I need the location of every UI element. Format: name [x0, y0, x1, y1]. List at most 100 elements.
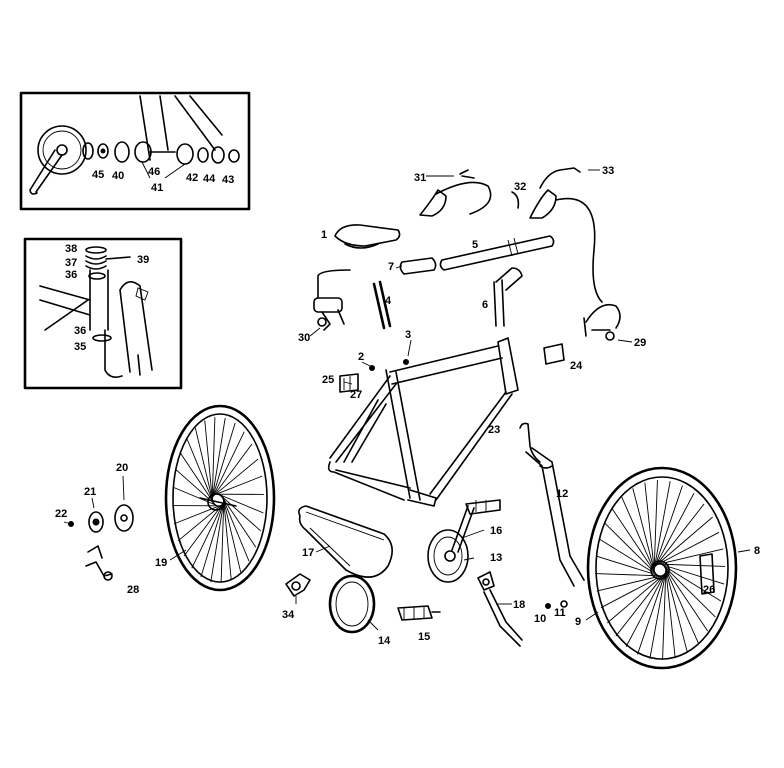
- front-wheel-spoke: [649, 569, 667, 659]
- inset-headset: 38 37 36 39 36 35: [23, 237, 183, 390]
- front-wheel-spoke: [596, 575, 663, 592]
- label-16: 16: [490, 525, 502, 537]
- rear-wheel-spoke: [221, 495, 250, 562]
- front-wheel-spoke: [607, 573, 665, 624]
- label-19: 19: [155, 557, 167, 569]
- frame-small-parts: 3 2 24 25 27: [322, 329, 583, 401]
- label-43: 43: [222, 174, 234, 186]
- rear-wheel-spoke: [212, 431, 245, 498]
- front-wheel-spoke: [662, 564, 709, 632]
- label-36-top: 36: [65, 269, 77, 281]
- front-wheel-spoke: [598, 538, 660, 577]
- handlebar-group: 5 7 6: [388, 235, 555, 327]
- label-40: 40: [112, 170, 124, 182]
- label-20: 20: [116, 462, 128, 474]
- label-7: 7: [388, 261, 394, 273]
- label-12: 12: [556, 488, 568, 500]
- label-34: 34: [282, 609, 295, 621]
- front-wheel-spoke: [657, 548, 724, 565]
- front-wheel-spoke: [662, 568, 667, 660]
- label-14: 14: [378, 635, 391, 647]
- front-wheel-spoke: [654, 503, 705, 567]
- rear-wheel-spoke: [194, 427, 214, 504]
- rear-wheel-spoke: [222, 497, 232, 580]
- front-wheel-spoke: [656, 531, 720, 566]
- inset-bottom-bracket: 45 40 46 41 42 44 43: [19, 91, 251, 211]
- rear-hub-parts: 20 21 22 28: [55, 462, 139, 596]
- rear-wheel-spoke: [219, 493, 261, 532]
- brake-lever-group: 31 32 33 29: [414, 165, 646, 349]
- label-31: 31: [414, 172, 426, 184]
- front-wheel: 8 9 26: [575, 466, 760, 670]
- front-wheel-spoke: [655, 516, 713, 567]
- label-37: 37: [65, 257, 77, 269]
- label-36-bottom: 36: [74, 325, 86, 337]
- front-wheel-spoke: [604, 522, 659, 576]
- front-wheel-spoke: [653, 485, 683, 569]
- front-wheel-spoke: [595, 555, 661, 577]
- rear-wheel-spoke: [213, 458, 259, 496]
- rear-wheel-spoke: [211, 422, 236, 499]
- label-44: 44: [203, 173, 216, 185]
- rear-wheel-spoke: [186, 438, 215, 505]
- part-34: 34: [282, 573, 311, 621]
- front-wheel-spoke: [658, 563, 725, 567]
- label-10: 10: [534, 613, 546, 625]
- label-4: 4: [385, 295, 392, 307]
- front-wheel-spoke: [637, 571, 667, 655]
- front-wheel-spoke: [653, 481, 671, 571]
- label-3: 3: [405, 329, 411, 341]
- label-32: 32: [514, 181, 526, 193]
- label-35: 35: [74, 341, 86, 353]
- front-wheel-spoke: [660, 563, 722, 602]
- rear-wheel-spoke: [172, 486, 219, 507]
- rear-wheel-spoke: [191, 502, 224, 569]
- front-wheel-spoke: [615, 573, 666, 637]
- label-2: 2: [358, 351, 364, 363]
- rear-wheel-spoke: [217, 493, 264, 514]
- chain: 17: [298, 505, 393, 578]
- front-wheel-spoke: [661, 564, 716, 618]
- rear-wheel-spoke: [183, 503, 224, 557]
- label-23: 23: [488, 424, 500, 436]
- crankset: 16 13: [427, 499, 502, 583]
- kickstand: 18: [477, 571, 525, 647]
- label-25: 25: [322, 374, 334, 386]
- front-wheel-spoke: [600, 574, 664, 609]
- rear-wheel-spoke: [211, 417, 226, 501]
- rear-wheel-spoke: [215, 475, 263, 496]
- chain-guard: 14: [328, 574, 391, 647]
- rear-wheel-spoke: [210, 499, 225, 583]
- front-wheel-spoke: [665, 567, 676, 658]
- rear-wheel-spoke: [173, 504, 221, 525]
- label-15: 15: [418, 631, 430, 643]
- label-17: 17: [302, 547, 314, 559]
- front-wheel-spoke: [654, 493, 695, 568]
- label-9: 9: [575, 616, 581, 628]
- label-6: 6: [482, 299, 488, 311]
- label-46: 46: [148, 166, 160, 178]
- label-28: 28: [127, 584, 139, 596]
- label-21: 21: [84, 486, 96, 498]
- front-wheel-spoke: [621, 497, 657, 575]
- rear-wheel-spoke: [211, 417, 216, 502]
- label-24: 24: [570, 360, 583, 372]
- front-wheel-spoke: [625, 572, 666, 647]
- label-38: 38: [65, 243, 77, 255]
- label-33: 33: [602, 165, 614, 177]
- label-39: 39: [137, 254, 149, 266]
- pedal: 15: [397, 605, 441, 643]
- front-fork: 12: [519, 422, 585, 587]
- front-wheel-spoke: [653, 480, 658, 572]
- rear-wheel-spoke: [177, 504, 223, 542]
- front-wheel-spoke: [644, 482, 655, 573]
- label-41: 41: [151, 182, 163, 194]
- front-wheel-spoke: [663, 565, 699, 643]
- axle-nuts: 10 11: [534, 600, 568, 625]
- label-45: 45: [92, 169, 104, 181]
- rear-wheel-spoke: [204, 420, 214, 503]
- rear-wheel: 19: [155, 404, 276, 592]
- rear-wheel-spoke: [200, 501, 225, 578]
- label-29: 29: [634, 337, 646, 349]
- label-8: 8: [754, 545, 760, 557]
